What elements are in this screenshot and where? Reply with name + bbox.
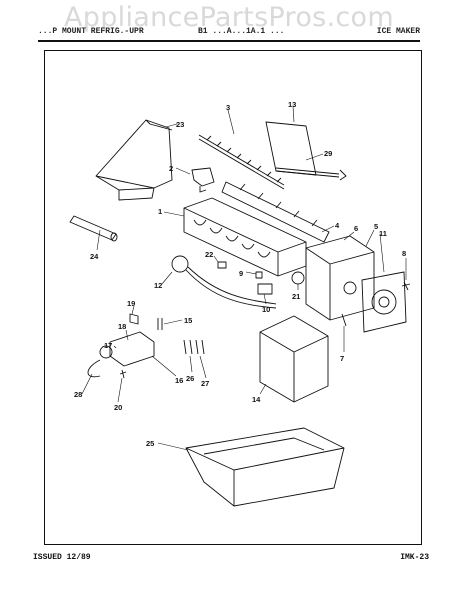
- header-left-text: ...P MOUNT REFRIG.-UPR: [38, 27, 144, 36]
- header-rule: [38, 40, 420, 42]
- callout-9: 9: [239, 269, 243, 278]
- part-29-rod: [275, 167, 347, 181]
- callout-6: 6: [354, 224, 358, 233]
- callout-20: 20: [114, 403, 122, 412]
- part-22-9-small: [217, 261, 263, 279]
- part-3-ejector: [198, 134, 285, 190]
- page-footer: ISSUED 12/89 IMK-23: [33, 553, 429, 565]
- part-7-screw: [341, 313, 347, 327]
- callout-21: 21: [292, 292, 300, 301]
- callout-2: 2: [169, 164, 173, 173]
- part-24-heater: [69, 215, 118, 242]
- callout-26: 26: [186, 374, 194, 383]
- callout-3: 3: [226, 103, 230, 112]
- callout-1: 1: [158, 207, 162, 216]
- callout-11: 11: [379, 229, 387, 238]
- callout-16: 16: [175, 376, 183, 385]
- callout-25: 25: [146, 439, 154, 448]
- callout-7: 7: [340, 354, 344, 363]
- page-code: IMK-23: [400, 553, 429, 562]
- callout-29: 29: [324, 149, 332, 158]
- part-19-15-fittings: [129, 313, 163, 330]
- part-10-switch: [257, 283, 273, 295]
- part-16-valve: [87, 331, 155, 378]
- callout-15: 15: [184, 316, 192, 325]
- callout-18: 18: [118, 322, 126, 331]
- part-13-plate: [265, 121, 317, 176]
- callout-24: 24: [90, 252, 99, 261]
- issued-date: ISSUED 12/89: [33, 553, 91, 562]
- callout-4: 4: [335, 221, 340, 230]
- part-25-bucket: [185, 427, 345, 507]
- exploded-parts-diagram: 23 3 13 29 2 1 4 6 5 11 8 24 22 9 12 10 …: [69, 100, 411, 507]
- page-header: ...P MOUNT REFRIG.-UPR B1 ...A...1A.1 ..…: [38, 27, 420, 39]
- callout-14: 14: [252, 395, 261, 404]
- header-title: ICE MAKER: [376, 27, 420, 36]
- callout-10: 10: [262, 305, 270, 314]
- callout-5: 5: [374, 222, 378, 231]
- part-1-mold: [183, 197, 307, 277]
- part-6-housing: [305, 235, 375, 321]
- watermark: AppliancePartsPros.com: [64, 2, 394, 33]
- part-11-front-cover: [361, 271, 407, 333]
- callout-27: 27: [201, 379, 209, 388]
- part-4-stripper: [221, 181, 330, 243]
- callout-17: 17: [104, 341, 112, 350]
- callout-13: 13: [288, 100, 296, 109]
- part-2-bracket: [191, 167, 215, 193]
- diagram-frame: [44, 50, 422, 545]
- callout-28: 28: [74, 390, 82, 399]
- part-26-27-screws: [183, 339, 205, 355]
- part-8-screw: [401, 281, 411, 291]
- callout-12: 12: [154, 281, 162, 290]
- header-middle-text: B1 ...A...1A.1 ...: [198, 27, 285, 36]
- callout-19: 19: [127, 299, 135, 308]
- callout-22: 22: [205, 250, 213, 259]
- part-12-harness: [171, 255, 277, 309]
- part-20-screw: [119, 369, 127, 379]
- part-14-box: [259, 315, 329, 403]
- part-21-gear: [291, 271, 305, 285]
- part-23-cover: [95, 119, 173, 201]
- callout-23: 23: [176, 120, 184, 129]
- callout-8: 8: [402, 249, 406, 258]
